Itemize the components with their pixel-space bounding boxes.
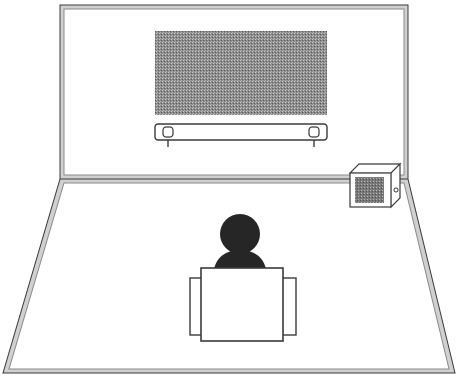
listener bbox=[214, 214, 266, 270]
armchair bbox=[189, 267, 297, 342]
tv-screen bbox=[155, 31, 327, 115]
soundbar bbox=[154, 123, 328, 147]
subwoofer bbox=[348, 162, 402, 209]
